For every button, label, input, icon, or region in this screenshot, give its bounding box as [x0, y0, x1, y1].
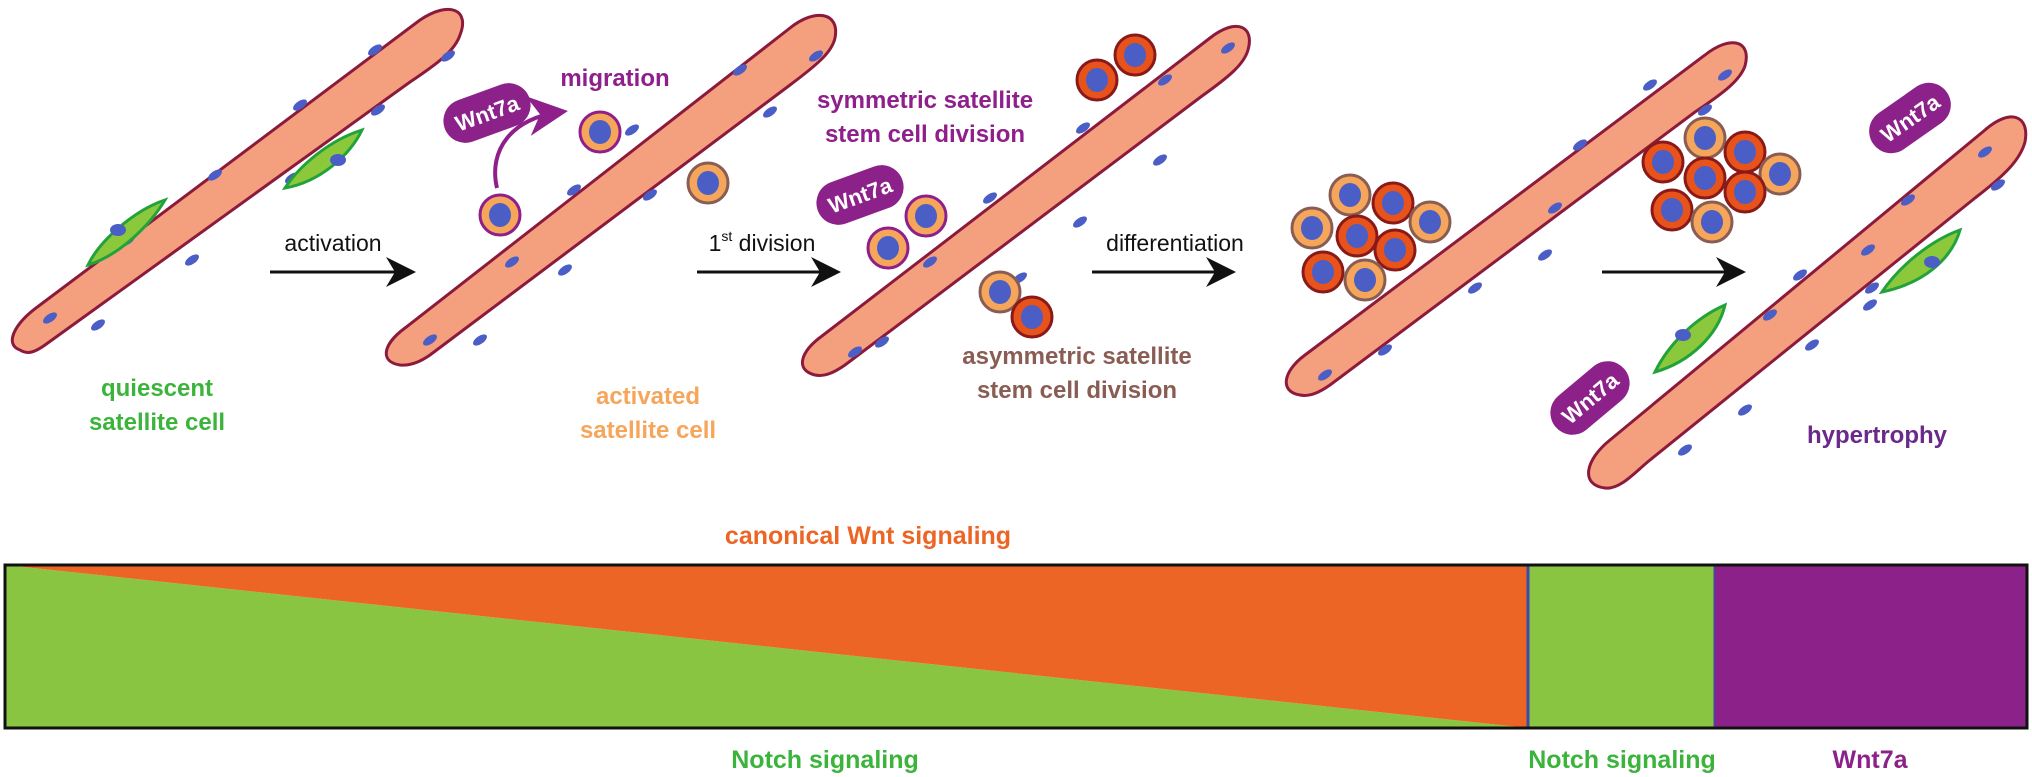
differentiation-cluster-left [1290, 173, 1452, 302]
migration-arrow [493, 96, 568, 189]
first-division-label: 1st division [709, 228, 816, 256]
muscle-fiber-4 [1284, 41, 1748, 397]
activation-label: activation [284, 230, 381, 256]
quiescent-label-line2: satellite cell [89, 409, 225, 436]
symmetric-label-line1: symmetric satellite [817, 87, 1033, 114]
differentiation-label: differentiation [1106, 230, 1244, 256]
muscle-fiber-1 [10, 7, 465, 354]
differentiation-cluster-right [1641, 116, 1802, 244]
wnt7a-box [1715, 565, 2027, 728]
hypertrophy-label: hypertrophy [1807, 422, 1948, 449]
muscle-fiber-3 [800, 25, 1251, 377]
quiescent-label-line1: quiescent [101, 375, 213, 402]
migration-label: migration [560, 65, 669, 92]
asymmetric-label-line1: asymmetric satellite [962, 343, 1191, 370]
wnt-gradient-region [5, 565, 1528, 728]
activated-label-line2: satellite cell [580, 417, 716, 444]
hypertrophy-satellite-cells [1652, 227, 1963, 375]
canonical-wnt-title: canonical Wnt signaling [725, 522, 1011, 550]
quiescent-satellite-cell [85, 127, 365, 268]
asymmetric-label-line2: stem cell division [977, 377, 1177, 404]
activated-satellite-cells [478, 110, 730, 237]
wnt7a-label-bar: Wnt7a [1833, 746, 1909, 774]
activated-label-line1: activated [596, 383, 700, 410]
notch-only-box [1526, 563, 1717, 730]
notch-label-left: Notch signaling [731, 746, 919, 774]
muscle-fiber-2 [384, 13, 838, 367]
wnt7a-badge-hypertrophy-top: Wnt7a [1869, 82, 1951, 154]
muscle-fiber-5 [1587, 115, 2028, 490]
signaling-bar [3, 563, 2029, 730]
wnt7a-badge-division: Wnt7a [816, 165, 904, 225]
notch-label-right: Notch signaling [1528, 746, 1716, 774]
symmetric-stem-cells [866, 194, 948, 270]
symmetric-division-top-cells [1075, 33, 1157, 102]
wnt7a-badge-migration: Wnt7a [443, 83, 531, 143]
signaling-bar-border [3, 563, 2029, 730]
asymmetric-division-cells [978, 270, 1054, 339]
symmetric-label-line2: stem cell division [825, 121, 1025, 148]
